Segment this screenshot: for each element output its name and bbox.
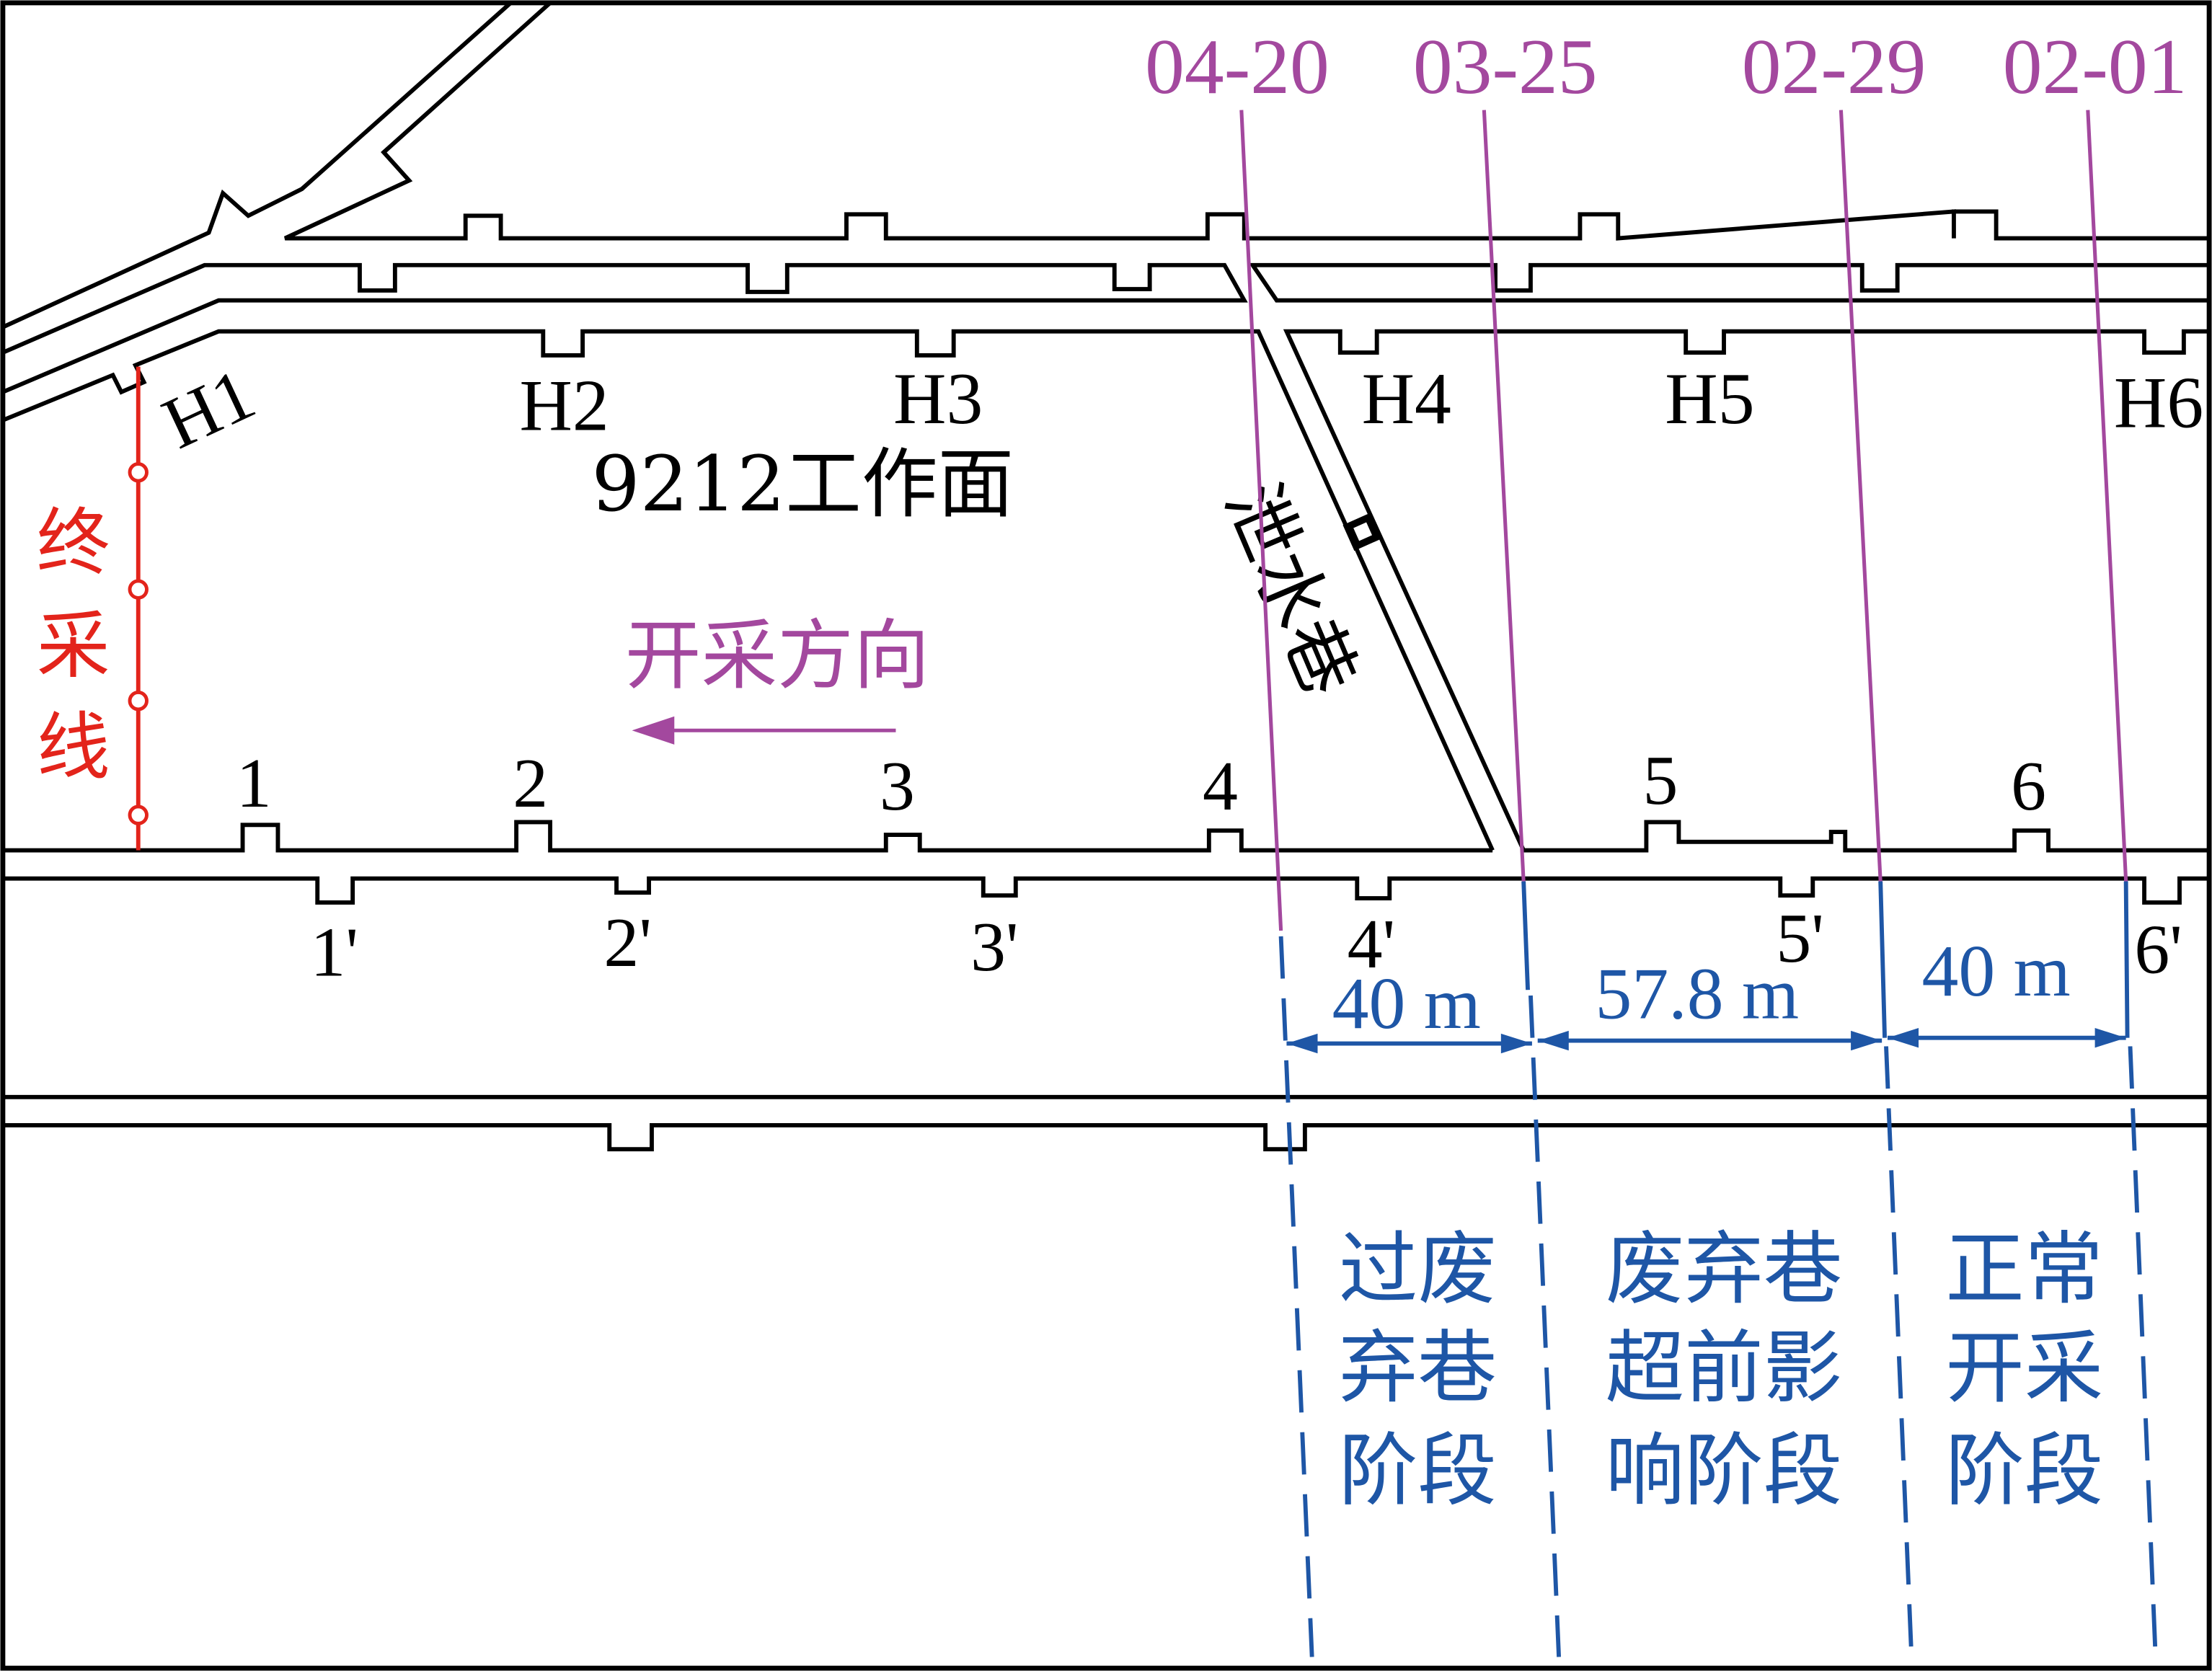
marker-h6: H6 bbox=[2114, 363, 2203, 444]
dimension-arrow-head bbox=[1500, 1033, 1532, 1054]
end-line-point bbox=[128, 805, 149, 825]
stage-label-line: 弃巷 bbox=[1339, 1321, 1497, 1414]
point-label: 2 bbox=[513, 745, 548, 823]
end-line-label-char: 采 bbox=[37, 603, 110, 688]
point-label: 5' bbox=[1776, 900, 1824, 978]
lower-roadway-top-wall-right bbox=[1523, 820, 2210, 853]
stage-labels: 过废 弃巷 阶段 废弃巷 超前影 响阶段 正常 开采 阶段 bbox=[1339, 1223, 2103, 1517]
stage-label-line: 阶段 bbox=[1339, 1424, 1497, 1517]
face-line-extension bbox=[2123, 881, 2130, 1038]
point-label: 4' bbox=[1348, 905, 1396, 983]
dimension-arrow-head bbox=[2094, 1028, 2126, 1048]
stage-label-line: 超前影 bbox=[1606, 1321, 1843, 1414]
upper-pillar-right bbox=[1248, 262, 2210, 303]
end-line-point bbox=[128, 462, 149, 483]
stage-label-line: 正常 bbox=[1945, 1223, 2103, 1316]
marker-h5: H5 bbox=[1665, 358, 1754, 440]
face-line bbox=[2086, 110, 2128, 882]
marker-h2: H2 bbox=[519, 365, 609, 447]
marker-h1: H1 bbox=[151, 353, 266, 465]
point-label: 6 bbox=[2011, 748, 2046, 825]
mining-direction-label: 开采方向 bbox=[625, 611, 930, 700]
point-label: 5 bbox=[1643, 742, 1678, 820]
stage-label-line: 废弃巷 bbox=[1606, 1223, 1843, 1316]
stage-label-line: 阶段 bbox=[1945, 1424, 2103, 1517]
dimension-arrow-head bbox=[1537, 1030, 1569, 1051]
face-line bbox=[1239, 110, 1283, 931]
roadways bbox=[1, 1, 2210, 1152]
face-date-label: 03-25 bbox=[1413, 22, 1598, 110]
branch-roadway-left-wall bbox=[1, 1, 513, 329]
point-label: 6' bbox=[2134, 911, 2182, 989]
lower-measuring-points: 1' 2' 3' 4' 5' 6' bbox=[310, 900, 2182, 992]
end-mining-line: 终 采 线 bbox=[37, 366, 149, 851]
point-label: 1' bbox=[310, 914, 358, 992]
stage-crossing-abandoned-roadway: 过废 弃巷 阶段 bbox=[1339, 1223, 1497, 1517]
upper-measuring-points: 1 2 3 4 5 6 bbox=[236, 742, 2046, 825]
bottom-roadway-bottom-wall bbox=[2, 1123, 2210, 1152]
face-line bbox=[1839, 110, 1883, 882]
point-label: 4 bbox=[1203, 748, 1238, 825]
end-line-label-char: 线 bbox=[37, 705, 110, 790]
point-label: 2' bbox=[603, 904, 652, 982]
face-line-dashed bbox=[1529, 995, 1562, 1657]
marker-h3: H3 bbox=[893, 358, 983, 440]
second-roadway-bottom-right-and-drain-right-wall bbox=[1283, 329, 2210, 851]
stage-label-line: 响阶段 bbox=[1606, 1424, 1843, 1517]
working-face-label: 9212工作面 bbox=[591, 440, 1014, 528]
upper-pillar-left bbox=[1, 262, 1248, 394]
stage-normal-mining: 正常 开采 阶段 bbox=[1945, 1223, 2103, 1517]
distance-label: 40 m bbox=[1921, 931, 2070, 1012]
upper-roadway-top-wall bbox=[284, 1, 2210, 241]
distance-label: 40 m bbox=[1332, 963, 1481, 1045]
end-line-point bbox=[128, 579, 149, 600]
face-date-label: 02-01 bbox=[2003, 22, 2187, 110]
roadway-markers: H1 H2 H3 H4 H5 H6 bbox=[151, 353, 2203, 465]
mining-direction: 开采方向 bbox=[625, 611, 930, 745]
face-line-extension bbox=[1878, 881, 1887, 1038]
end-line-label-char: 终 bbox=[37, 500, 110, 585]
end-line-point bbox=[128, 691, 149, 712]
point-label: 3 bbox=[880, 748, 915, 825]
face-line-extension bbox=[1521, 881, 1530, 990]
distance-label: 57.8 m bbox=[1596, 953, 1800, 1034]
lower-roadway-bottom-wall bbox=[2, 876, 2210, 905]
face-date-label: 04-20 bbox=[1145, 22, 1330, 110]
drain-roadway-label: 泄水巷 bbox=[1208, 471, 1373, 707]
drain-marker bbox=[1342, 512, 1383, 551]
distance-dimensions: 40 m 57.8 m 40 m bbox=[1286, 931, 2126, 1054]
stage-label-line: 过废 bbox=[1339, 1223, 1497, 1316]
face-date-label: 02-29 bbox=[1742, 22, 1926, 110]
stage-advance-influence: 废弃巷 超前影 响阶段 bbox=[1606, 1223, 1843, 1517]
stage-label-line: 开采 bbox=[1945, 1321, 2103, 1414]
dimension-arrow-head bbox=[1851, 1030, 1883, 1051]
face-line-dashed bbox=[2128, 1046, 2158, 1657]
face-line bbox=[1482, 110, 1526, 882]
marker-h4: H4 bbox=[1362, 358, 1451, 440]
dimension-arrow-head bbox=[1887, 1028, 1919, 1048]
face-position-lines: 04-20 03-25 02-29 02-01 bbox=[1145, 22, 2187, 1657]
point-label: 3' bbox=[970, 908, 1019, 986]
lower-roadway-top-wall-left bbox=[2, 820, 1493, 853]
mining-direction-arrow-head bbox=[632, 716, 675, 745]
point-label: 1 bbox=[236, 745, 272, 823]
face-line-dashed bbox=[1884, 1046, 1914, 1657]
dimension-arrow-head bbox=[1286, 1033, 1318, 1054]
second-roadway-bottom-left-and-drain-left-wall bbox=[1, 329, 1495, 851]
